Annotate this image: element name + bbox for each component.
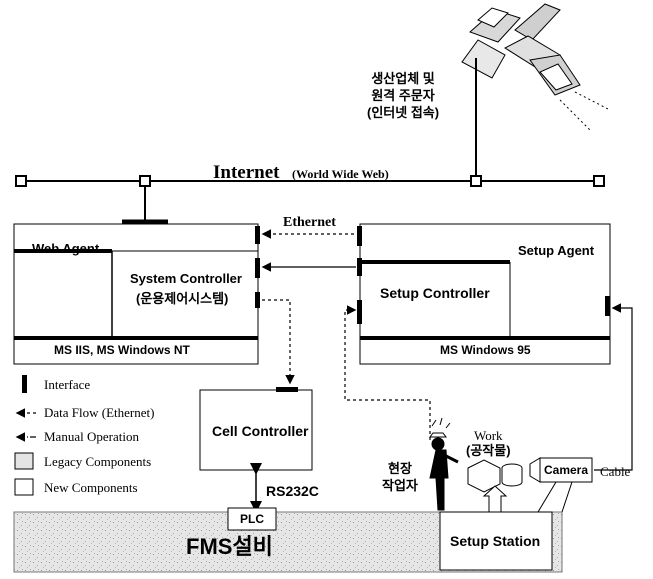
legend-new-components: New Components	[44, 481, 138, 494]
camera-label: Camera	[544, 464, 588, 476]
remote-line-2: 원격 주문자	[367, 87, 439, 104]
system-controller-label: System Controller	[130, 272, 242, 285]
web-agent-label: Web Agent	[32, 242, 99, 255]
internet-label: Internet	[213, 163, 279, 182]
work-label: Work (공작물)	[466, 428, 511, 458]
remote-computer-icon	[462, 4, 610, 130]
legend-data-flow: Data Flow (Ethernet)	[44, 406, 154, 419]
worker-line-1: 현장	[382, 460, 418, 477]
legend-manual-operation: Manual Operation	[44, 430, 139, 443]
worker-icon	[430, 418, 458, 510]
remote-line-3: (인터넷 접속)	[367, 104, 439, 121]
left-platform-label: MS IIS, MS Windows NT	[54, 344, 190, 356]
setup-station-label: Setup Station	[450, 534, 540, 548]
ethernet-label: Ethernet	[283, 216, 336, 230]
fms-label: FMS설비	[186, 536, 273, 558]
cell-controller-label: Cell Controller	[212, 424, 308, 438]
work-line-2: (공작물)	[466, 443, 511, 458]
work-piece-icon	[468, 460, 522, 512]
setup-controller-label: Setup Controller	[380, 286, 490, 300]
work-line-1: Work	[466, 428, 511, 443]
plc-label: PLC	[240, 513, 264, 525]
rs232c-label: RS232C	[266, 484, 319, 498]
legend-graphics	[15, 375, 36, 495]
remote-client-label: 생산업체 및 원격 주문자 (인터넷 접속)	[367, 70, 439, 121]
legend-legacy-components: Legacy Components	[44, 455, 151, 468]
right-platform-label: MS Windows 95	[440, 344, 531, 356]
worker-label: 현장 작업자	[382, 460, 418, 494]
worker-line-2: 작업자	[382, 477, 418, 494]
internet-sublabel: (World Wide Web)	[292, 168, 389, 180]
legend-interface: Interface	[44, 378, 90, 391]
cable-label: Cable	[600, 465, 630, 478]
setup-agent-label: Setup Agent	[518, 244, 594, 257]
remote-line-1: 생산업체 및	[367, 70, 439, 87]
system-controller-korean: (운용제어시스템)	[136, 292, 228, 305]
